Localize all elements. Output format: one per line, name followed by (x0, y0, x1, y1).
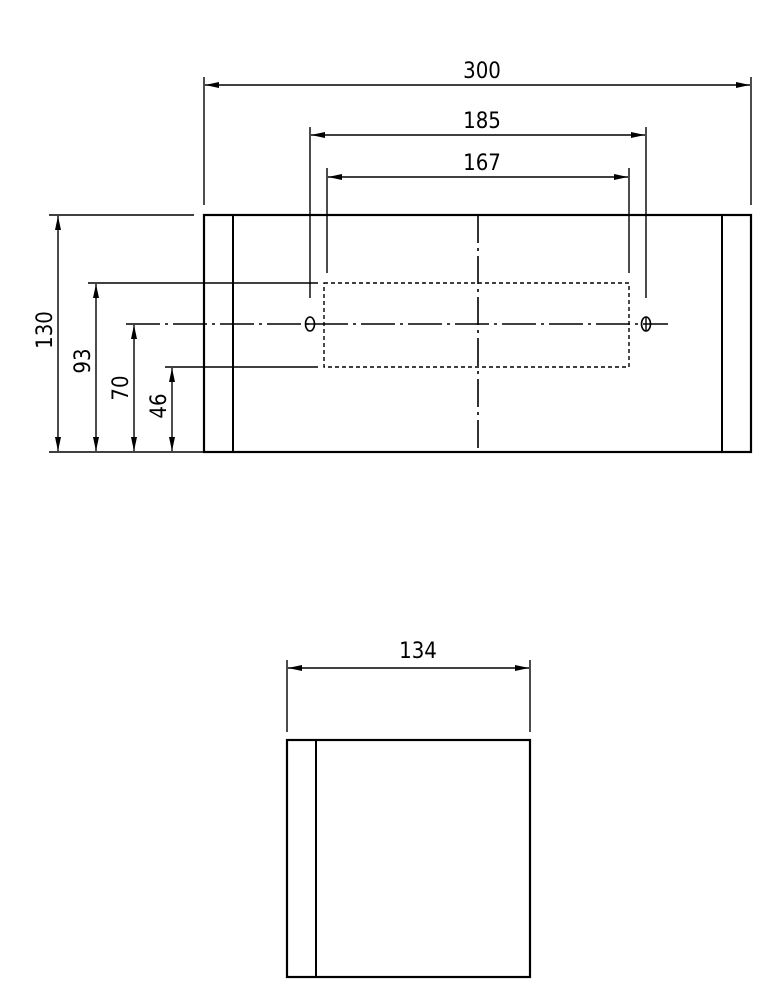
dim-label-70: 70 (109, 375, 134, 400)
dim-label-167: 167 (463, 151, 501, 176)
side-view (285, 660, 532, 979)
dim-label-93: 93 (71, 348, 96, 373)
dim-label-185: 185 (463, 109, 501, 134)
dim-label-130: 130 (33, 311, 58, 349)
hidden-cutout (323, 282, 630, 368)
side-outline (285, 738, 532, 979)
dim-label-46: 46 (147, 393, 172, 418)
dim-label-134: 134 (399, 639, 437, 664)
dim-label-300: 300 (463, 59, 501, 84)
front-view (49, 77, 753, 454)
